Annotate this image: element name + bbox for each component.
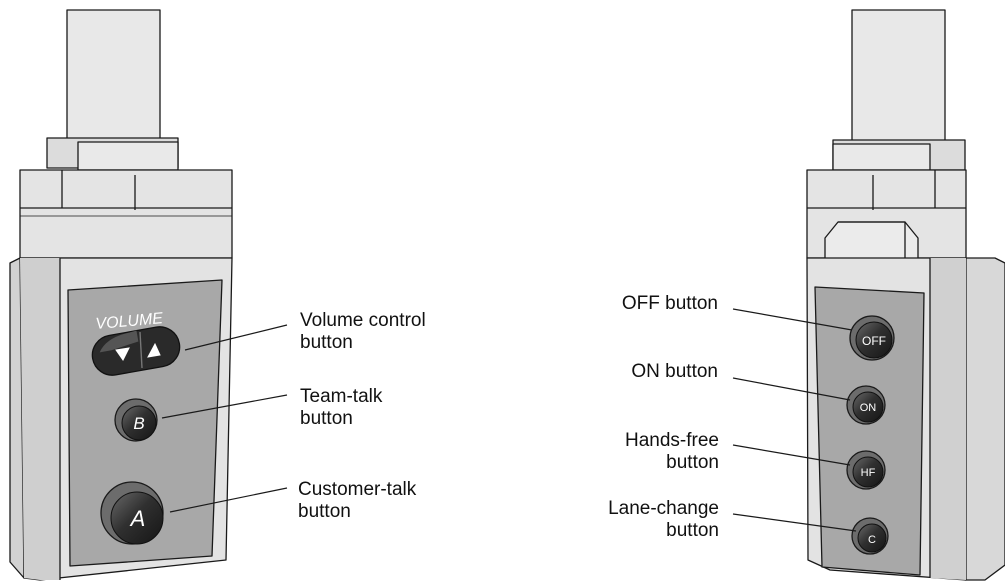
team-talk-label-line2: button [300, 408, 353, 429]
team-talk-button-letter: B [133, 414, 144, 433]
off-button-label: OFF button [622, 293, 718, 315]
hands-free-button[interactable]: HF [846, 450, 886, 490]
on-button-text: ON [860, 402, 877, 414]
lane-change-label-line2: button [666, 520, 719, 541]
team-talk-label-line1: Team-talk [300, 386, 383, 407]
left-housing-upper [19, 169, 233, 259]
right-side-flange [964, 257, 1005, 581]
left-cap-front [77, 141, 179, 171]
customer-talk-button-letter: A [129, 506, 146, 531]
right-leader-lines [732, 308, 857, 532]
lane-change-button-text: C [868, 534, 876, 546]
left-leader-lines [161, 324, 288, 513]
volume-control-label-line2: button [300, 332, 353, 353]
hands-free-label: Hands-free button [625, 430, 719, 474]
volume-panel-label: VOLUME [95, 310, 164, 333]
lane-change-button[interactable]: C [851, 517, 889, 555]
lane-change-label: Lane-change button [608, 498, 719, 542]
team-talk-button[interactable]: B [114, 398, 158, 442]
team-talk-label: Team-talk button [300, 386, 382, 430]
right-device [806, 9, 1005, 581]
customer-talk-label: Customer-talk button [298, 479, 416, 523]
left-top-strap [66, 9, 161, 143]
right-control-panel [814, 286, 925, 576]
right-body-shadow [930, 258, 966, 580]
on-button-label: ON button [631, 361, 718, 383]
customer-talk-label-line2: button [298, 501, 351, 522]
hands-free-label-line1: Hands-free [625, 430, 719, 451]
customer-talk-label-line1: Customer-talk [298, 479, 417, 500]
off-button-label-line1: OFF button [621, 293, 718, 314]
hands-free-button-text: HF [861, 467, 876, 479]
off-button[interactable]: OFF [849, 315, 895, 361]
hands-free-label-line2: button [666, 452, 719, 473]
right-top-strap [851, 9, 946, 143]
volume-down-icon[interactable] [115, 347, 130, 361]
volume-control-button[interactable] [89, 324, 183, 379]
volume-up-icon[interactable] [147, 342, 161, 358]
lane-change-label-line1: Lane-change [608, 498, 719, 519]
on-button-label-line1: ON button [631, 361, 718, 382]
volume-control-label-line1: Volume control [300, 310, 426, 331]
left-body-shadow [20, 258, 60, 580]
volume-control-label: Volume control button [300, 310, 426, 354]
off-button-text: OFF [862, 334, 886, 348]
on-button[interactable]: ON [846, 385, 886, 425]
customer-talk-button[interactable]: A [100, 481, 164, 545]
right-cap-front [832, 143, 931, 171]
